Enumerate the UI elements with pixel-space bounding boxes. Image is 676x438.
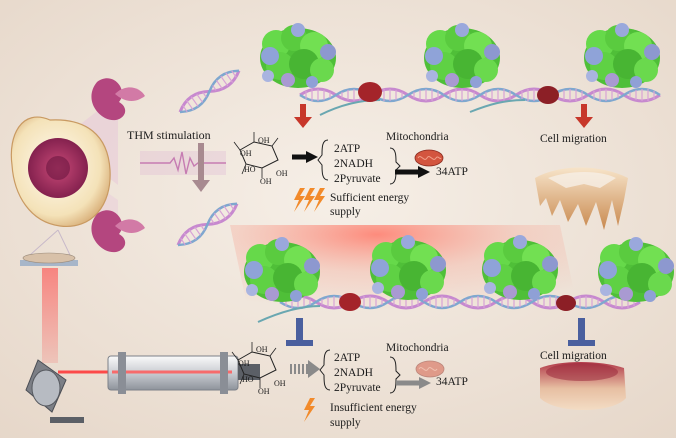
signal-wave-icon (140, 151, 226, 175)
migrating-cell-icon (540, 362, 626, 410)
energy-label: Insufficient energy (330, 402, 417, 414)
brace-left (317, 139, 329, 181)
lightning-icon (294, 188, 325, 212)
energy-label-2: supply (330, 417, 361, 429)
bottom-dna-track (257, 294, 642, 323)
inhibition-bar-bottom-left (286, 318, 313, 346)
glucose-oh: HO (244, 165, 256, 174)
mitochondria-label: Mitochondria (386, 131, 449, 143)
energy-label: Sufficient energy (330, 192, 410, 204)
glucose-oh: OH (260, 177, 272, 186)
brace-right (389, 147, 401, 185)
glucose-oh: OH (238, 359, 250, 368)
mitochondria-icon (415, 360, 445, 378)
nucleosome-dot (556, 295, 576, 311)
product-atp: 2ATP (334, 352, 361, 364)
energy-label-2: supply (330, 206, 361, 218)
migration-label: Cell migration (540, 133, 607, 145)
product-nadh: 2NADH (334, 367, 373, 379)
migrating-cell-icon (535, 167, 628, 230)
product-pyruvate: 2Pyruvate (334, 173, 381, 185)
glucose-oh: HO (242, 375, 254, 384)
nucleosome-dot (358, 82, 382, 102)
laser-beam (42, 268, 58, 363)
glucose-oh: OH (276, 169, 288, 178)
mitochondria-label: Mitochondria (386, 342, 449, 354)
glucose-oh: OH (256, 345, 268, 354)
output-atp: 34ATP (436, 166, 468, 178)
petri-dish-icon (20, 229, 78, 266)
protein-bottom-left (91, 210, 145, 253)
protein-top-left (91, 78, 145, 121)
glycolysis-arrow-dashed (290, 360, 320, 378)
activation-arrow-top-left (294, 104, 312, 128)
product-atp: 2ATP (334, 143, 361, 155)
product-pyruvate: 2Pyruvate (334, 382, 381, 394)
nucleosome-dot (339, 293, 361, 311)
migration-label: Cell migration (540, 350, 607, 362)
activation-arrow-top-right (575, 104, 593, 128)
glucose-oh: OH (258, 387, 270, 396)
mitochondria-icon (414, 149, 444, 167)
cell-icon (10, 95, 118, 240)
glucose-oh: OH (274, 379, 286, 388)
inhibition-bar-bottom-right (568, 318, 595, 346)
product-nadh: 2NADH (334, 158, 373, 170)
output-atp: 34ATP (436, 376, 468, 388)
lightning-icon (304, 398, 315, 422)
stimulation-label: THM stimulation (127, 128, 211, 142)
glucose-oh: OH (258, 136, 270, 145)
nucleosome-dot (537, 86, 559, 104)
down-arrow-stimulation (192, 143, 210, 192)
glucose-oh: OH (240, 149, 252, 158)
